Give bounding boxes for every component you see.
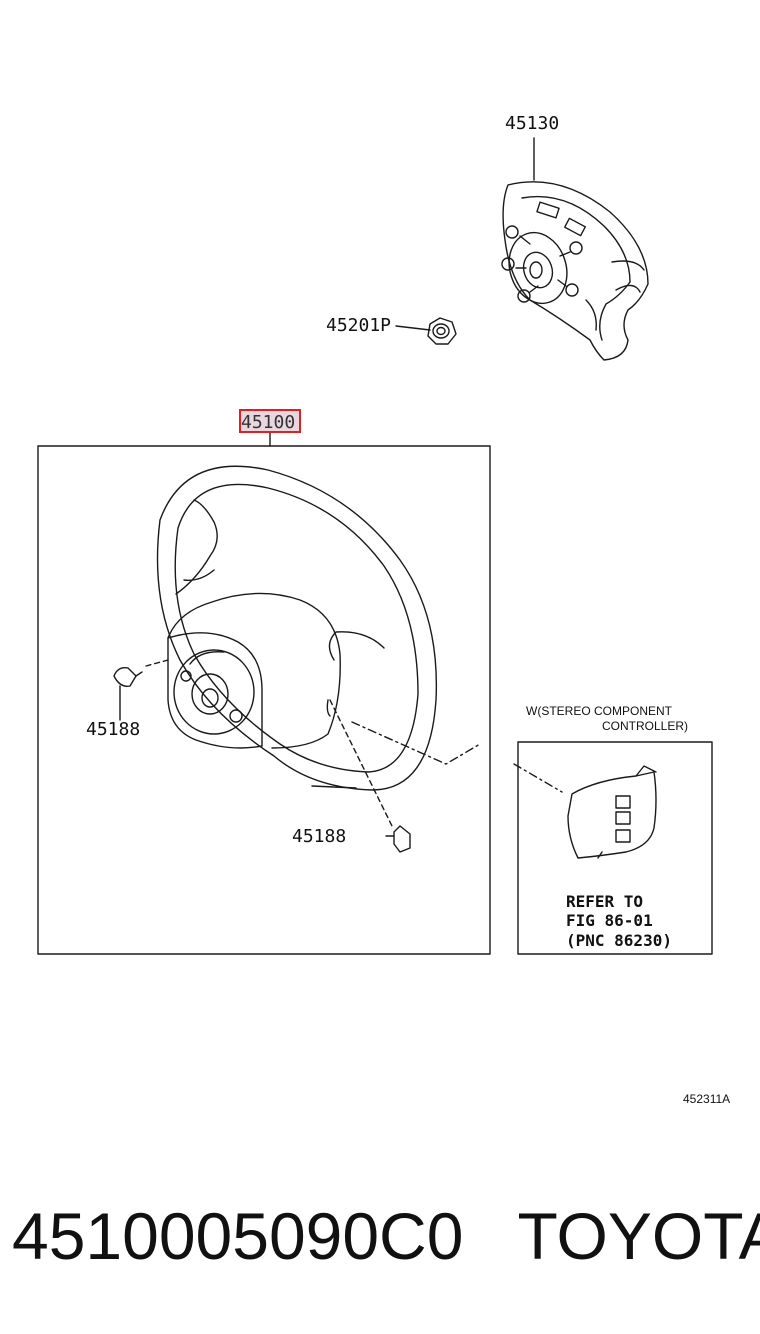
brand-name: TOYOTA (517, 1199, 760, 1273)
refer-line-2: FIG 86-01 (566, 911, 653, 930)
callout-screw-left: 45188 (86, 719, 140, 740)
assembly-frame (37, 445, 491, 955)
screw-bottom-drawing (329, 699, 411, 853)
callout-screw-bottom: 45188 (292, 826, 346, 847)
steering-wheel-drawing (156, 465, 438, 791)
note-line-1: W(STEREO COMPONENT (526, 704, 673, 718)
refer-line-1: REFER TO (566, 892, 643, 911)
footer: 4510005090C0 TOYOTA (12, 1196, 760, 1276)
nut-drawing (395, 317, 457, 345)
callout-airbag: 45130 (505, 113, 559, 134)
note-line-2: CONTROLLER) (602, 719, 688, 733)
callout-wheel-assembly[interactable]: 45100 (241, 412, 295, 433)
airbag-module-drawing (501, 137, 649, 361)
controller-frame (517, 741, 713, 955)
stereo-controller-drawing (567, 765, 657, 859)
part-number: 4510005090C0 (12, 1199, 464, 1273)
selected-part-highlight (239, 409, 301, 433)
figure-id: 452311A (683, 1092, 730, 1106)
callout-nut: 45201P (326, 315, 391, 336)
screw-left-drawing (113, 659, 169, 721)
refer-line-3: (PNC 86230) (566, 931, 672, 950)
